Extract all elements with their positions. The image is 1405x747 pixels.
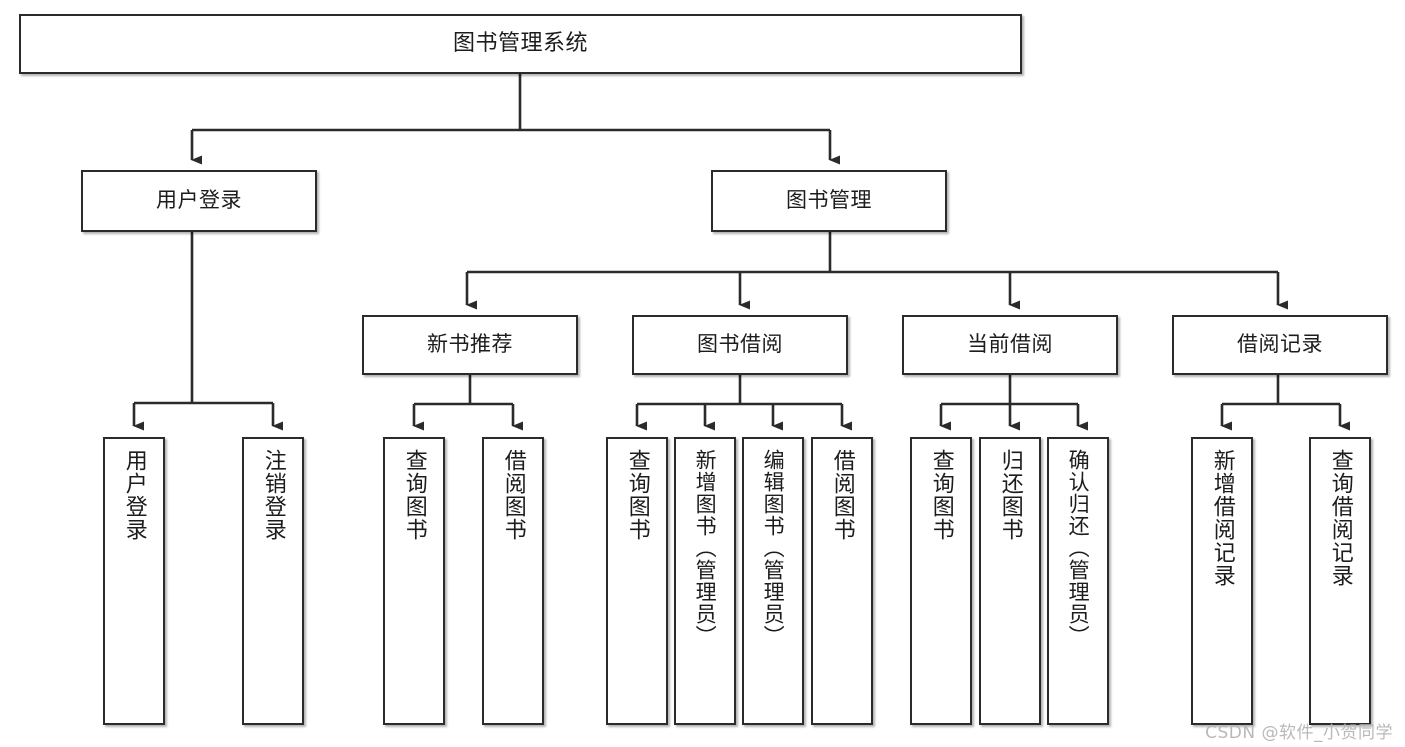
node-leaf-query-book-borrow[interactable]: 查询图书 [606, 437, 668, 725]
node-leaf-edit-book-admin[interactable]: 编辑图书（管理员） [742, 437, 804, 725]
node-leaf-borrow-book[interactable]: 借阅图书 [811, 437, 873, 725]
node-leaf-return-book[interactable]: 归还图书 [979, 437, 1041, 725]
node-leaf-user-login[interactable]: 用户登录 [103, 437, 165, 725]
node-label: 查询图书 [928, 449, 954, 541]
node-leaf-add-book-admin[interactable]: 新增图书（管理员） [674, 437, 736, 725]
node-label: 确认归还（管理员） [1066, 449, 1091, 647]
watermark: CSDN @软件_小贺同学 [1205, 723, 1393, 743]
node-label: 新书推荐 [427, 332, 513, 357]
node-leaf-query-book-current[interactable]: 查询图书 [910, 437, 972, 725]
node-label: 借阅记录 [1237, 332, 1323, 357]
node-label: 图书管理系统 [452, 30, 588, 56]
node-user-login[interactable]: 用户登录 [81, 170, 317, 232]
node-label: 借阅图书 [829, 449, 855, 541]
node-label: 新增图书（管理员） [693, 449, 718, 647]
node-book-management[interactable]: 图书管理 [711, 170, 947, 232]
node-leaf-logout[interactable]: 注销登录 [242, 437, 304, 725]
node-root[interactable]: 图书管理系统 [19, 14, 1022, 74]
node-label: 查询借阅记录 [1327, 449, 1353, 587]
node-label: 用户登录 [156, 188, 242, 213]
node-leaf-add-borrow-record[interactable]: 新增借阅记录 [1191, 437, 1253, 725]
node-label: 新增借阅记录 [1209, 449, 1235, 587]
node-label: 查询图书 [401, 449, 427, 541]
node-label: 归还图书 [997, 449, 1023, 541]
node-book-borrow[interactable]: 图书借阅 [632, 315, 848, 375]
node-label: 图书借阅 [697, 332, 783, 357]
node-label: 编辑图书（管理员） [761, 449, 786, 647]
node-leaf-query-book-recommend[interactable]: 查询图书 [383, 437, 445, 725]
node-new-book-recommend[interactable]: 新书推荐 [362, 315, 578, 375]
node-label: 用户登录 [121, 449, 147, 541]
node-leaf-borrow-book-recommend[interactable]: 借阅图书 [482, 437, 544, 725]
node-borrow-records[interactable]: 借阅记录 [1172, 315, 1388, 375]
node-leaf-query-borrow-record[interactable]: 查询借阅记录 [1309, 437, 1371, 725]
node-label: 当前借阅 [967, 332, 1053, 357]
node-label: 图书管理 [786, 188, 872, 213]
node-label: 注销登录 [260, 449, 286, 541]
node-label: 查询图书 [624, 449, 650, 541]
node-current-borrow[interactable]: 当前借阅 [902, 315, 1118, 375]
node-label: 借阅图书 [500, 449, 526, 541]
node-leaf-confirm-return-admin[interactable]: 确认归还（管理员） [1047, 437, 1109, 725]
